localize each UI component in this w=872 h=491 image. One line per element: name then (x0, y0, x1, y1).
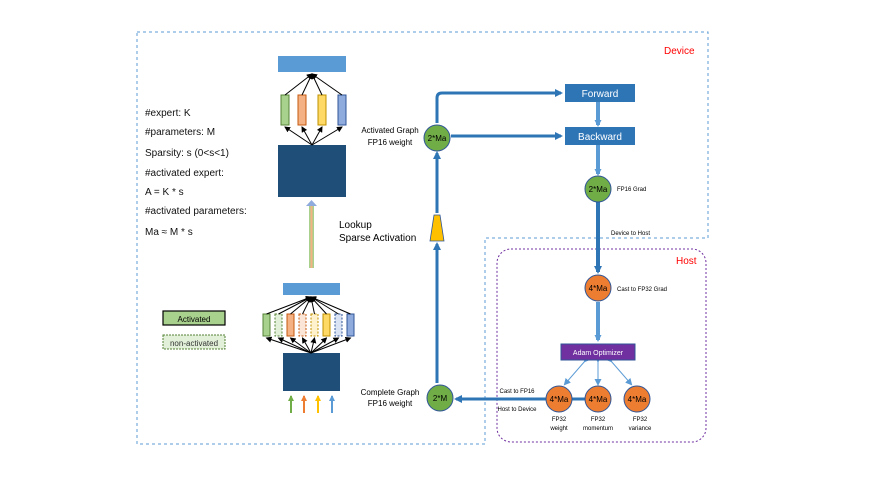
sparse-activation-funnel (429, 214, 445, 242)
complete-graph-node (426, 384, 454, 412)
expert-bar-2 (297, 94, 307, 126)
expert-bar-3 (317, 94, 327, 126)
adam-optimizer-label: Adam Optimizer (573, 350, 624, 357)
host-label: Host (676, 256, 697, 267)
device-label: Device (664, 46, 695, 57)
adam-links (563, 354, 633, 386)
device-region (136, 31, 709, 445)
lookup-label: Lookup (339, 220, 372, 231)
fp32-variance-label-1: FP32 (633, 417, 648, 423)
complete-graph-sublabel: FP16 weight (368, 399, 413, 408)
fp32-momentum-node-label: 4*Ma (589, 395, 608, 404)
bottom-output-bar (283, 283, 340, 295)
param-ma-formula: Ma ≈ M * s (145, 227, 193, 238)
top-output-bar (278, 56, 346, 72)
expert-bar-1 (280, 94, 290, 126)
top-input-block (278, 145, 346, 197)
bottom-expert-bar-2 (274, 313, 283, 337)
host-region (496, 248, 707, 443)
bottom-input-link-5 (310, 337, 317, 354)
fp16-grad-label: FP16 Grad (617, 187, 646, 193)
param-sparsity: Sparsity: s (0<s<1) (145, 148, 229, 159)
adam-optimizer-box (560, 343, 636, 361)
fp16-grad-node-label: 2*Ma (589, 185, 608, 194)
bottom-output-link-3 (290, 296, 312, 315)
fp32-grad-node (584, 274, 612, 302)
fp32-weight-node (545, 385, 573, 413)
activated-graph-node (423, 124, 451, 152)
fp32-weight-label-2: weight (549, 426, 568, 432)
activated-graph-node-label: 2*Ma (428, 134, 447, 143)
legend-non-activated-label: non-activated (170, 339, 218, 348)
bottom-expert-bar-3 (286, 313, 295, 337)
bottom-output-link-2 (278, 296, 312, 315)
lookup-arrow (306, 200, 317, 268)
fp16-grad-node (584, 175, 612, 203)
param-parameters: #parameters: M (145, 127, 215, 138)
param-activated-expert: #activated expert: (145, 168, 224, 179)
bottom-expert-bar-5 (310, 313, 319, 337)
bottom-input-link-6 (310, 337, 328, 354)
fp32-grad-node-label: 4*Ma (589, 284, 608, 293)
cast-to-fp16-label: Cast to FP16 (499, 389, 535, 395)
fp32-variance-group: 4*Ma FP32 variance (623, 385, 652, 432)
parameter-notes: #expert: K #parameters: M Sparsity: s (0… (145, 108, 247, 238)
bottom-output-link-1 (266, 295, 312, 315)
bottom-input-link-4 (302, 337, 312, 354)
fp32-momentum-label-1: FP32 (591, 417, 606, 423)
forward-label: Forward (582, 89, 619, 100)
complete-graph-label: Complete Graph (361, 388, 420, 397)
sparse-activation-label: Sparse Activation (339, 233, 416, 244)
bottom-input-link-3 (289, 337, 312, 354)
fp32-weight-node-label: 4*Ma (550, 395, 569, 404)
legend-activated-swatch (162, 310, 226, 326)
complete-moe-graph (262, 283, 355, 413)
bottom-expert-bar-8 (346, 313, 355, 337)
param-a-formula: A = K * s (145, 187, 184, 198)
activated-graph-label: Activated Graph (361, 126, 418, 135)
backward-box (565, 127, 635, 145)
bottom-expert-bar-4 (298, 313, 307, 337)
bottom-expert-bar-1 (262, 313, 271, 337)
bottom-output-link-8 (310, 296, 351, 315)
activated-graph-sublabel: FP16 weight (368, 138, 413, 147)
cast-to-fp32-label: Cast to FP32 Grad (617, 287, 667, 293)
fp32-weight-label-1: FP32 (552, 417, 567, 423)
fp32-variance-node (623, 385, 651, 413)
bottom-input-link-2 (277, 337, 312, 354)
bottom-input-block (283, 353, 340, 391)
param-activated-parameters: #activated parameters: (145, 206, 247, 217)
fp32-variance-label-2: variance (629, 426, 652, 432)
fp32-variance-node-label: 4*Ma (628, 395, 647, 404)
bottom-expert-bar-6 (322, 313, 331, 337)
legend-activated-label: Activated (178, 315, 211, 324)
bottom-expert-bar-7 (334, 313, 343, 337)
legend-non-activated-swatch (162, 334, 226, 350)
expert-bar-4 (337, 94, 347, 126)
fp32-momentum-label-2: momentum (583, 426, 613, 432)
fp32-weight-group: 4*Ma FP32 weight (545, 385, 573, 432)
fp32-momentum-node (584, 385, 612, 413)
bottom-input-link-7 (310, 337, 340, 354)
fp32-momentum-group: 4*Ma FP32 momentum (583, 385, 613, 432)
bottom-input-link-1 (265, 336, 312, 354)
complete-graph-node-label: 2*M (433, 394, 448, 403)
host-to-device-label: Host to Device (497, 407, 537, 413)
activated-moe-graph (278, 56, 347, 197)
param-expert: #expert: K (145, 108, 191, 119)
backward-label: Backward (578, 132, 622, 143)
device-to-host-label: Device to Host (611, 231, 650, 237)
bottom-input-link-8 (310, 336, 352, 354)
forward-box (565, 84, 635, 102)
